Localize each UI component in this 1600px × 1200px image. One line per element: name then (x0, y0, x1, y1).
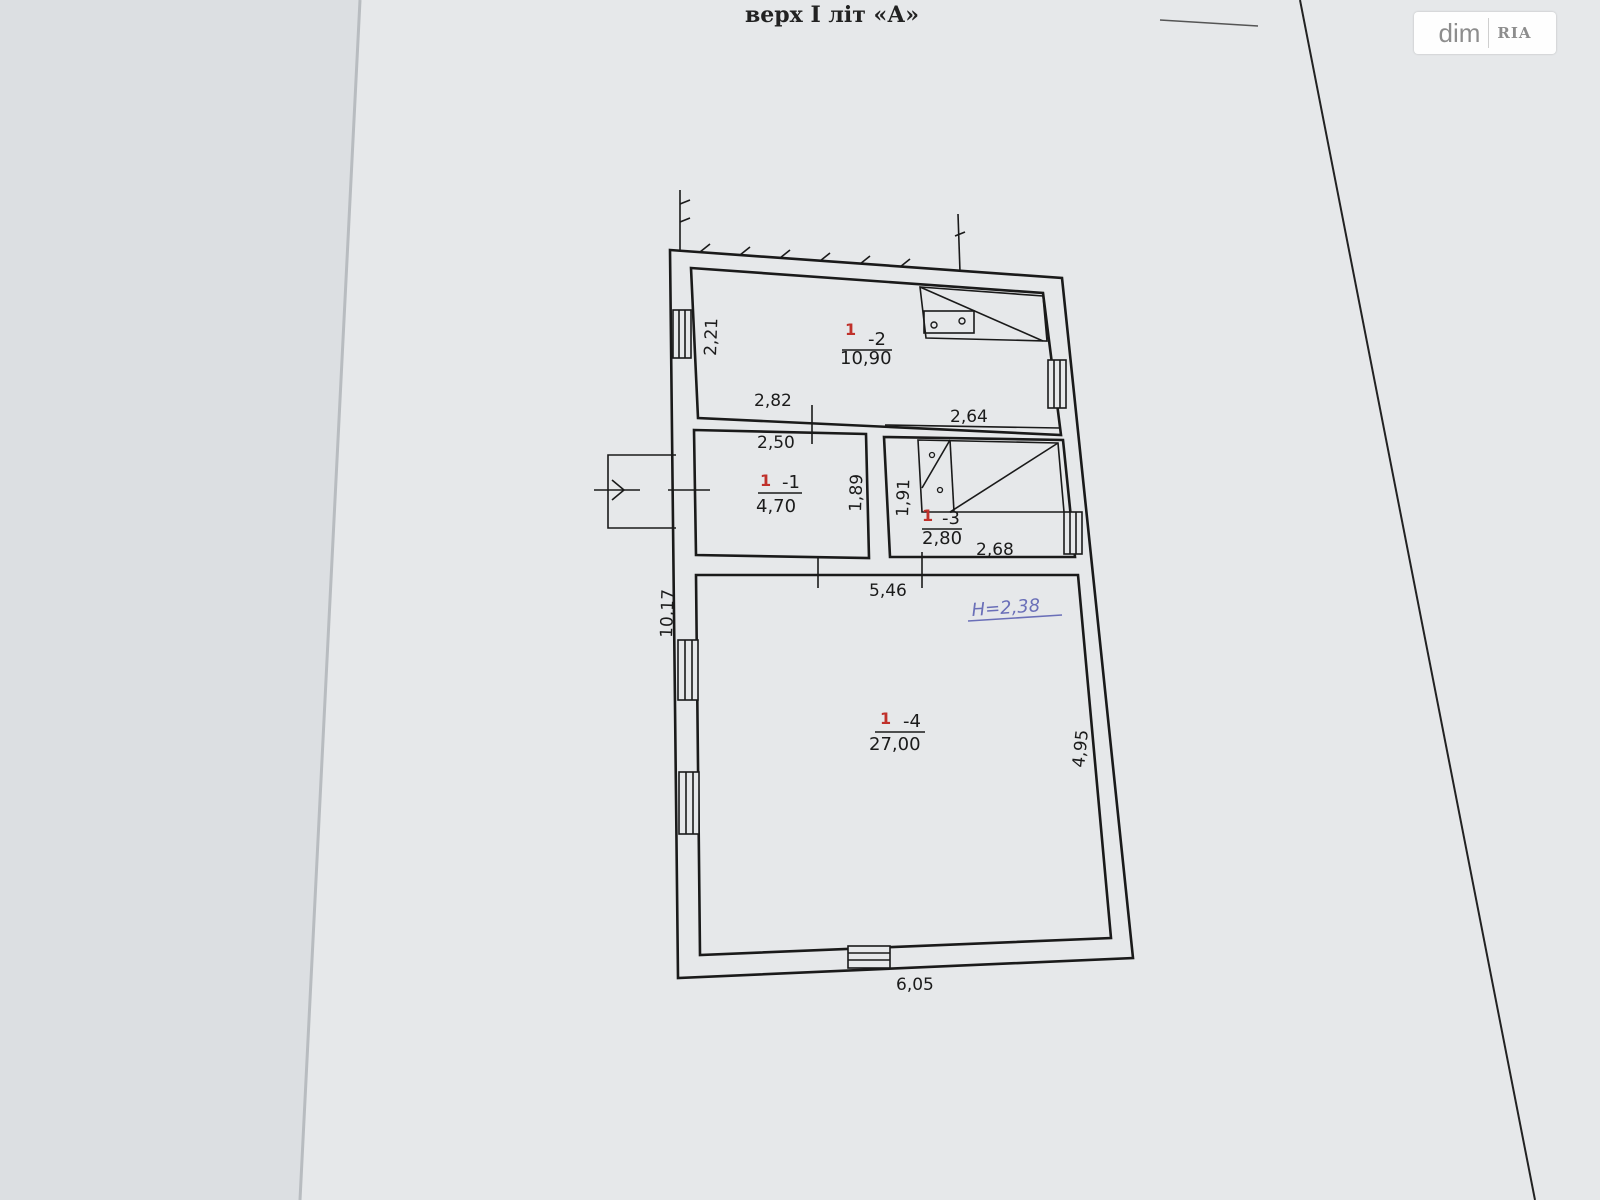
watermark-ria-logo: RIA (1497, 24, 1532, 42)
partition-line (884, 424, 1061, 429)
floor-plan (594, 190, 1135, 980)
ceiling-height-underline (967, 614, 1063, 622)
watermark-dim-text: dim (1438, 17, 1481, 48)
stove-fixture (919, 286, 1048, 342)
room-4-mark: 1 (880, 709, 891, 728)
room-3-id: -3 (942, 508, 960, 529)
dim-1-89: 1,89 (846, 474, 867, 513)
room-3-inner (882, 435, 1077, 559)
room-label-3: 1 -3 2,80 (922, 506, 962, 549)
room-label-2: 1 -2 10,90 (840, 320, 892, 369)
dim-2-50: 2,50 (757, 433, 795, 453)
dim-ria-watermark: dim RIA (1414, 12, 1556, 54)
dim-2-82: 2,82 (754, 391, 792, 411)
dim-10-17: 10,17 (657, 589, 679, 638)
page-edge-line (1299, 0, 1536, 1200)
room-4-area: 27,00 (869, 734, 921, 755)
watermark-separator (1488, 18, 1490, 48)
room-2-id: -2 (868, 329, 886, 350)
outer-wall-outline (668, 248, 1135, 980)
left-page (0, 0, 360, 1200)
room-4-id: -4 (903, 711, 921, 732)
room-1-id: -1 (782, 472, 800, 493)
dim-2-64: 2,64 (950, 407, 988, 427)
doors (811, 405, 923, 588)
room-label-4: 1 -4 27,00 (869, 709, 925, 755)
ground-hatch-ticks (679, 199, 966, 268)
boiler-fixture (917, 439, 1065, 513)
dim-6-05: 6,05 (896, 975, 934, 995)
room-3-mark: 1 (922, 506, 933, 525)
dim-2-68: 2,68 (976, 540, 1014, 560)
room-1-inner (692, 428, 871, 560)
room-2-area: 10,90 (840, 348, 892, 369)
windows (672, 309, 1083, 969)
dim-4-95: 4,95 (1069, 729, 1093, 769)
header-rule (1159, 19, 1259, 27)
room-2-mark: 1 (845, 320, 856, 339)
dim-1-91: 1,91 (893, 479, 914, 518)
room-1-mark: 1 (760, 471, 771, 490)
entrance-marker (594, 454, 710, 529)
room-3-area: 2,80 (922, 528, 962, 549)
page-spine (298, 0, 362, 1200)
room-2-inner (689, 266, 1063, 437)
right-page (300, 0, 1600, 1200)
room-1-area: 4,70 (756, 496, 796, 517)
room-label-1: 1 -1 4,70 (756, 471, 802, 517)
header-title: верх I літ «А» (745, 2, 919, 28)
dim-2-21: 2,21 (701, 318, 722, 357)
dim-5-46: 5,46 (869, 581, 907, 601)
hatch-line-right (957, 213, 961, 273)
